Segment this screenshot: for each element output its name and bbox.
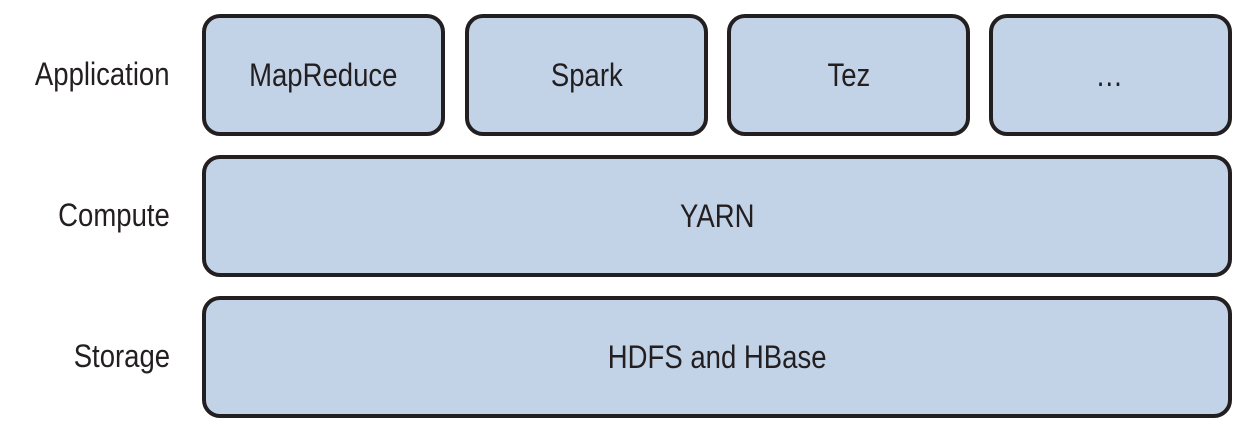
tez-box: Tez [727, 14, 970, 136]
spark-box: Spark [465, 14, 708, 136]
storage-layer-label: Storage [73, 338, 170, 374]
other-apps-box: … [989, 14, 1232, 136]
mapreduce-label: MapReduce [249, 57, 398, 93]
application-layer-label: Application [35, 56, 170, 92]
storage-box: HDFS and HBase [202, 296, 1232, 418]
other-apps-label: … [1095, 57, 1126, 93]
mapreduce-box: MapReduce [202, 14, 445, 136]
storage-component-label: HDFS and HBase [607, 339, 827, 375]
tez-label: Tez [827, 57, 870, 93]
spark-label: Spark [550, 57, 623, 93]
yarn-label: YARN [679, 198, 755, 234]
compute-layer-label: Compute [58, 197, 170, 233]
yarn-box: YARN [202, 155, 1232, 277]
